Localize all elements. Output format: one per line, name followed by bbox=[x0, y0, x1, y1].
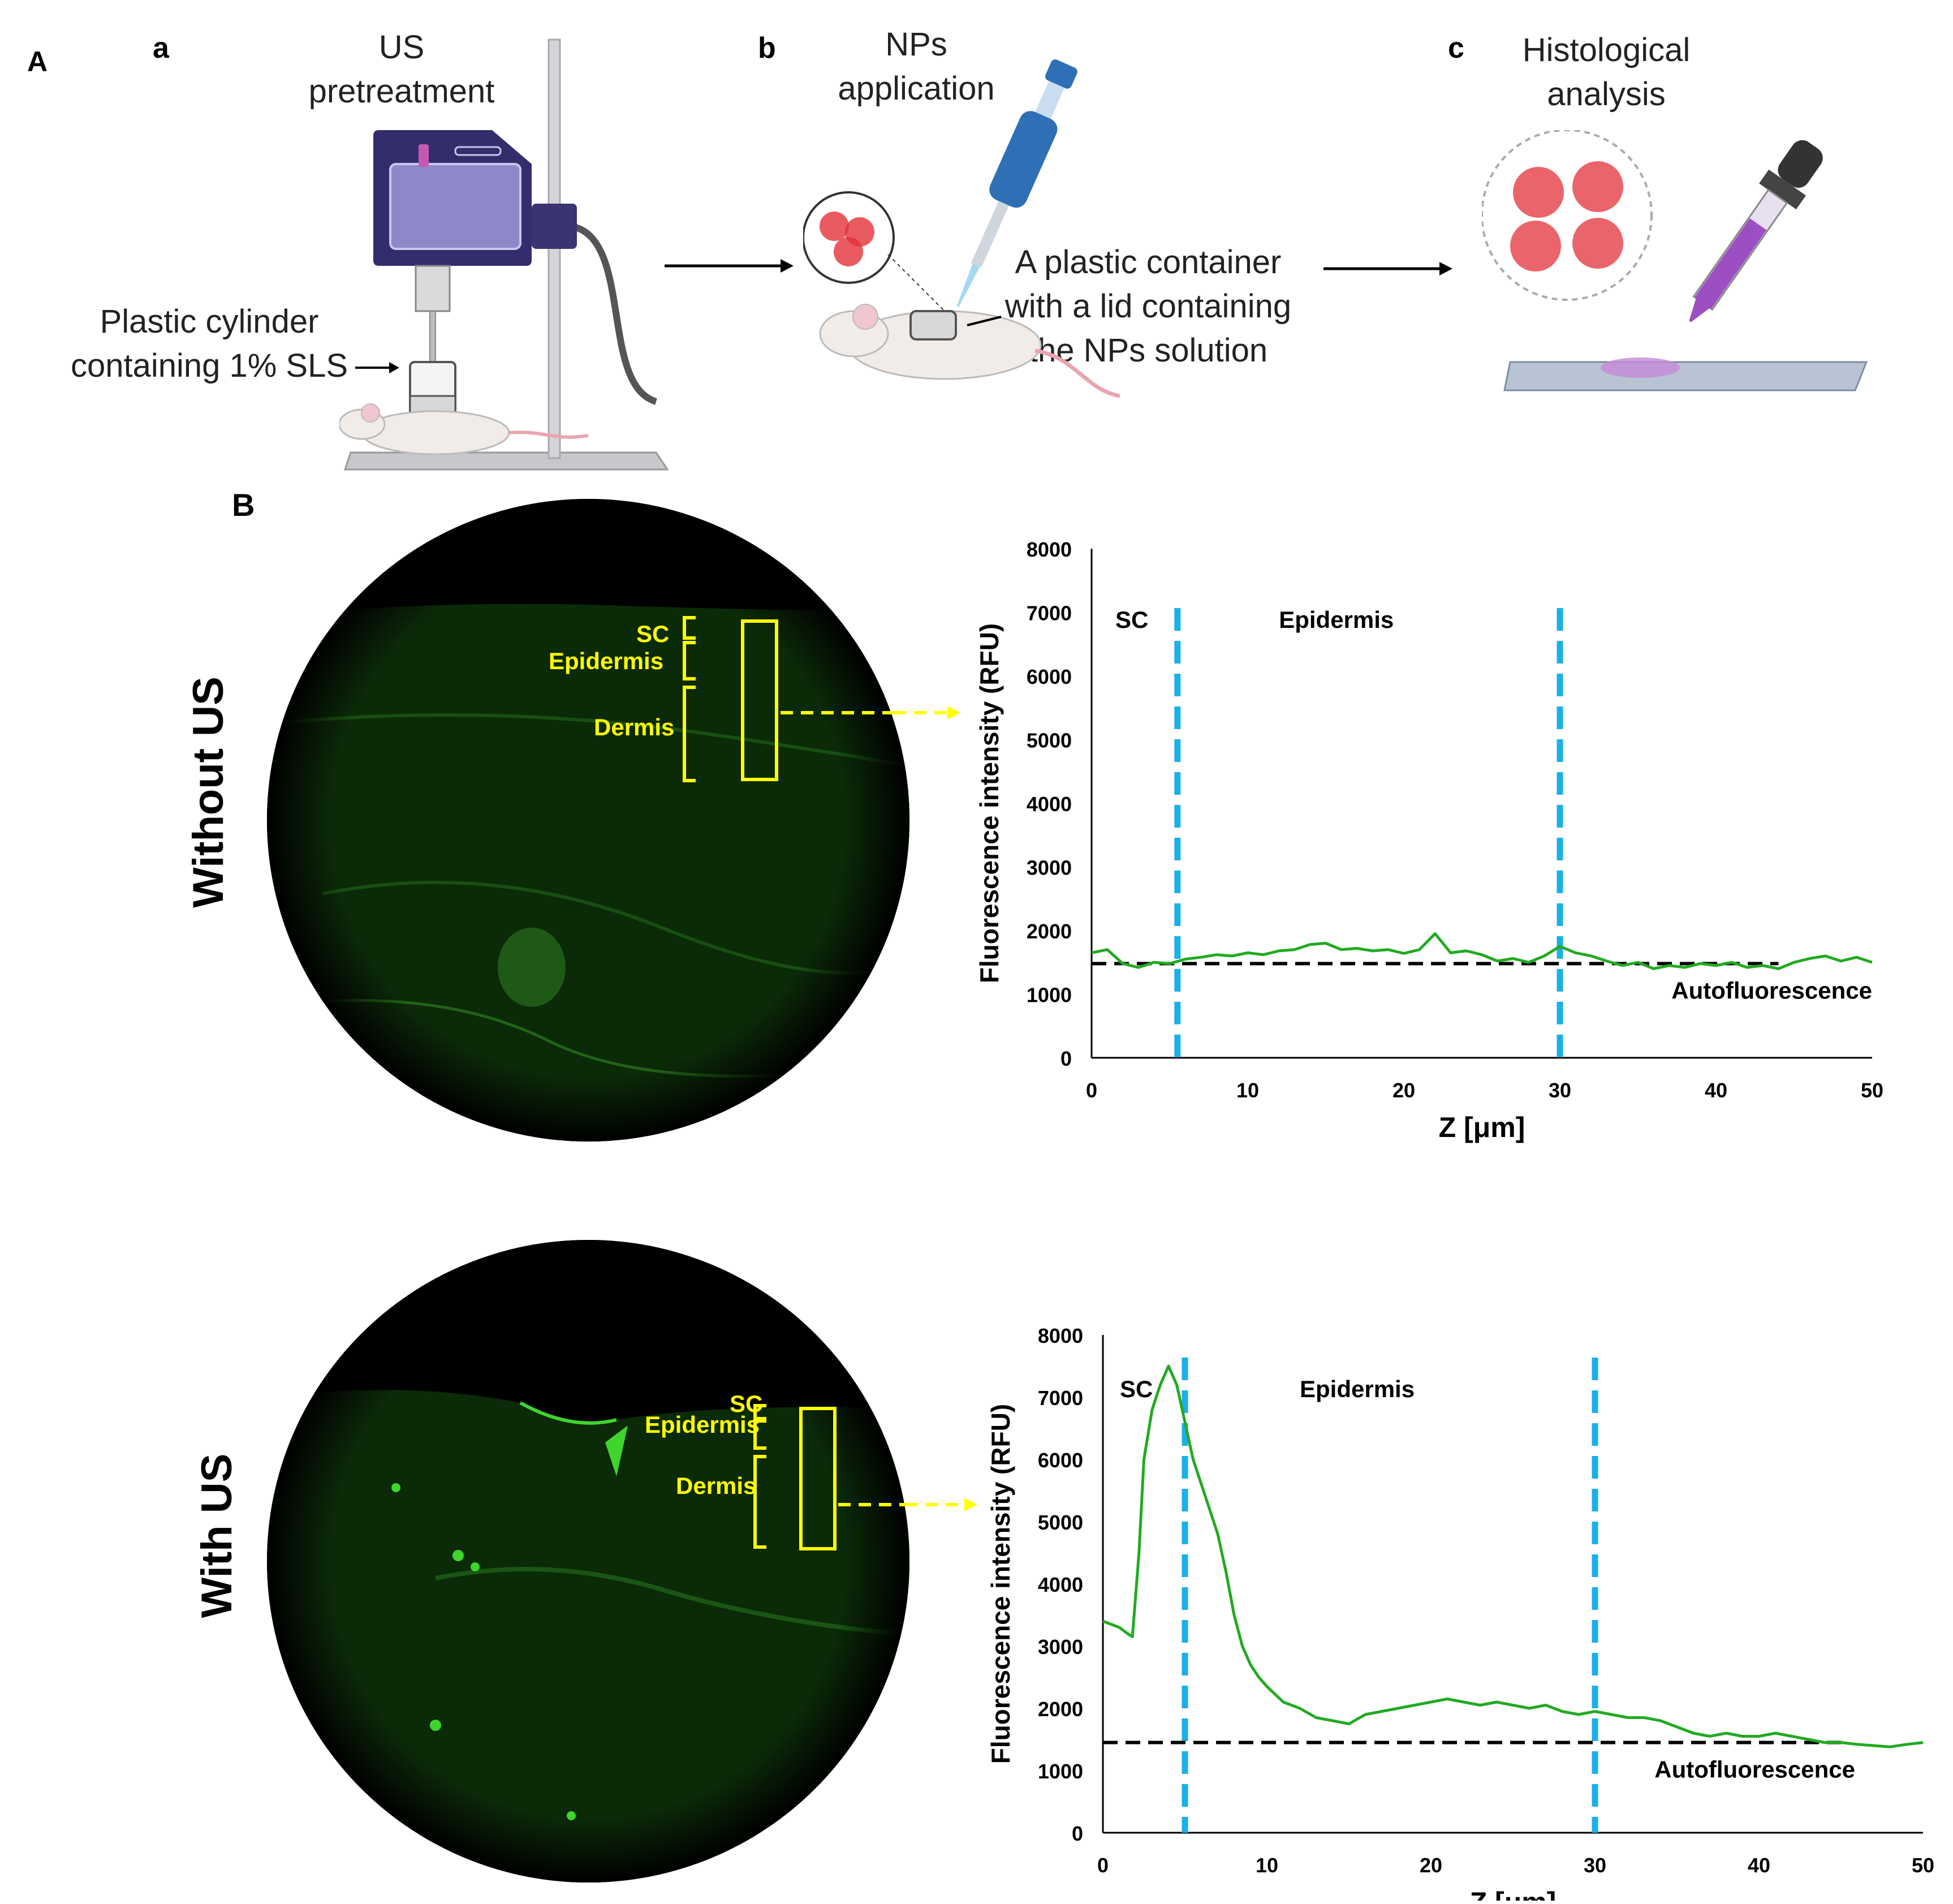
y-tick-label: 7000 bbox=[1027, 602, 1072, 625]
step-b-title: NPs application bbox=[809, 23, 1024, 111]
x-tick-label: 0 bbox=[1097, 1854, 1109, 1877]
step-a-title-line1: US bbox=[378, 29, 425, 66]
layer-label-dermis-1: Dermis bbox=[594, 714, 675, 740]
y-tick-label: 3000 bbox=[1038, 1635, 1083, 1659]
micrograph-with-us bbox=[267, 1240, 911, 1883]
autofluorescence-label: Autofluorescence bbox=[1654, 1756, 1855, 1783]
region-label-sc: SC bbox=[1120, 1376, 1153, 1402]
fluorescence-series-line bbox=[1102, 1364, 1924, 1748]
step-letter-b: b bbox=[758, 32, 776, 64]
step-a-note-line2: containing 1% SLS bbox=[70, 347, 348, 384]
x-tick-label: 20 bbox=[1420, 1854, 1442, 1877]
step-a-note-line1: Plastic cylinder bbox=[100, 303, 319, 340]
y-tick-label: 0 bbox=[1060, 1047, 1072, 1070]
step-c-title-line1: Histological bbox=[1522, 32, 1691, 68]
y-tick-label: 4000 bbox=[1027, 792, 1072, 816]
y-tick-label: 7000 bbox=[1038, 1386, 1083, 1410]
y-tick-label: 6000 bbox=[1027, 665, 1072, 688]
step-b-title-line1: NPs bbox=[885, 26, 947, 63]
arrow-to-chart-2 bbox=[905, 1498, 977, 1511]
step-a-title-line2: pretreatment bbox=[308, 73, 495, 110]
row-label-without-us: Without US bbox=[184, 677, 232, 908]
y-tick-label: 0 bbox=[1072, 1822, 1083, 1845]
ultrasound-device-illustration bbox=[339, 38, 669, 471]
step-a-note: Plastic cylinder containing 1% SLS bbox=[51, 300, 368, 388]
flow-arrow-a-to-b bbox=[665, 259, 794, 273]
step-b-title-line2: application bbox=[838, 70, 995, 107]
flow-arrow-b-to-c bbox=[1323, 262, 1452, 275]
step-b-note-line2: with a lid containing bbox=[1004, 288, 1292, 325]
x-tick-label: 10 bbox=[1256, 1854, 1278, 1877]
y-axis-label: Fluorescence intensity (RFU) bbox=[986, 1404, 1015, 1764]
y-tick-label: 8000 bbox=[1027, 538, 1072, 561]
step-letter-c: c bbox=[1448, 32, 1464, 64]
y-tick-label: 5000 bbox=[1027, 729, 1072, 752]
y-tick-label: 3000 bbox=[1027, 856, 1072, 880]
layer-label-dermis-2: Dermis bbox=[676, 1472, 757, 1499]
y-tick-label: 1000 bbox=[1027, 984, 1072, 1007]
x-tick-label: 30 bbox=[1584, 1854, 1606, 1877]
y-tick-label: 4000 bbox=[1038, 1573, 1083, 1596]
x-axis-label: Z [μm] bbox=[1470, 1886, 1557, 1901]
micrograph-without-us bbox=[267, 499, 909, 1141]
panel-label-B: B bbox=[232, 487, 255, 523]
x-tick-label: 20 bbox=[1392, 1079, 1415, 1102]
x-tick-label: 40 bbox=[1748, 1854, 1770, 1877]
x-tick-label: 40 bbox=[1705, 1079, 1727, 1102]
region-label-epidermis: Epidermis bbox=[1300, 1376, 1415, 1402]
pipette-rat-illustration bbox=[803, 59, 1120, 398]
x-tick-label: 30 bbox=[1549, 1079, 1571, 1102]
layer-label-epidermis-2: Epidermis bbox=[645, 1411, 760, 1438]
arrow-to-cylinder bbox=[355, 362, 399, 373]
histology-slide-illustration bbox=[1482, 130, 1868, 391]
panel-label-A: A bbox=[27, 46, 48, 77]
y-tick-label: 1000 bbox=[1038, 1760, 1083, 1783]
x-tick-label: 50 bbox=[1861, 1079, 1883, 1102]
x-tick-label: 0 bbox=[1086, 1079, 1097, 1102]
row-label-with-us: With US bbox=[193, 1453, 241, 1618]
y-tick-label: 2000 bbox=[1038, 1698, 1083, 1721]
layer-label-sc-2: SC bbox=[730, 1390, 763, 1417]
y-tick-label: 5000 bbox=[1038, 1511, 1083, 1534]
autofluorescence-label: Autofluorescence bbox=[1671, 977, 1872, 1004]
y-tick-label: 6000 bbox=[1038, 1449, 1083, 1472]
y-axis-label: Fluorescence intensity (RFU) bbox=[975, 623, 1004, 983]
arrow-to-chart-1 bbox=[894, 706, 960, 720]
x-tick-label: 50 bbox=[1912, 1854, 1934, 1877]
region-label-sc: SC bbox=[1115, 606, 1148, 633]
fluorescence-chart-without-us: 0 1000 2000 3000 4000 5000 6000 7000 8000 0 10 20 30… bbox=[975, 538, 1883, 1143]
layer-label-sc-1: SC bbox=[636, 621, 670, 647]
step-letter-a: a bbox=[153, 32, 169, 64]
y-tick-label: 2000 bbox=[1027, 920, 1072, 943]
step-b-note-line1: A plastic container bbox=[1015, 244, 1282, 281]
fluorescence-chart-with-us: 0 1000 2000 3000 4000 5000 6000 7000 8000 0 10 20 30… bbox=[986, 1324, 1934, 1901]
step-a-title: US pretreatment bbox=[271, 25, 532, 114]
x-tick-label: 10 bbox=[1236, 1079, 1259, 1102]
step-c-title-line2: analysis bbox=[1547, 76, 1666, 113]
region-label-epidermis: Epidermis bbox=[1279, 606, 1394, 633]
step-c-title: Histological analysis bbox=[1482, 28, 1731, 117]
layer-label-epidermis-1: Epidermis bbox=[549, 648, 664, 674]
step-b-note: A plastic container with a lid containin… bbox=[978, 240, 1318, 373]
fluorescence-series-line bbox=[1091, 932, 1873, 970]
y-tick-label: 8000 bbox=[1038, 1324, 1083, 1347]
x-axis-label: Z [μm] bbox=[1439, 1112, 1525, 1143]
